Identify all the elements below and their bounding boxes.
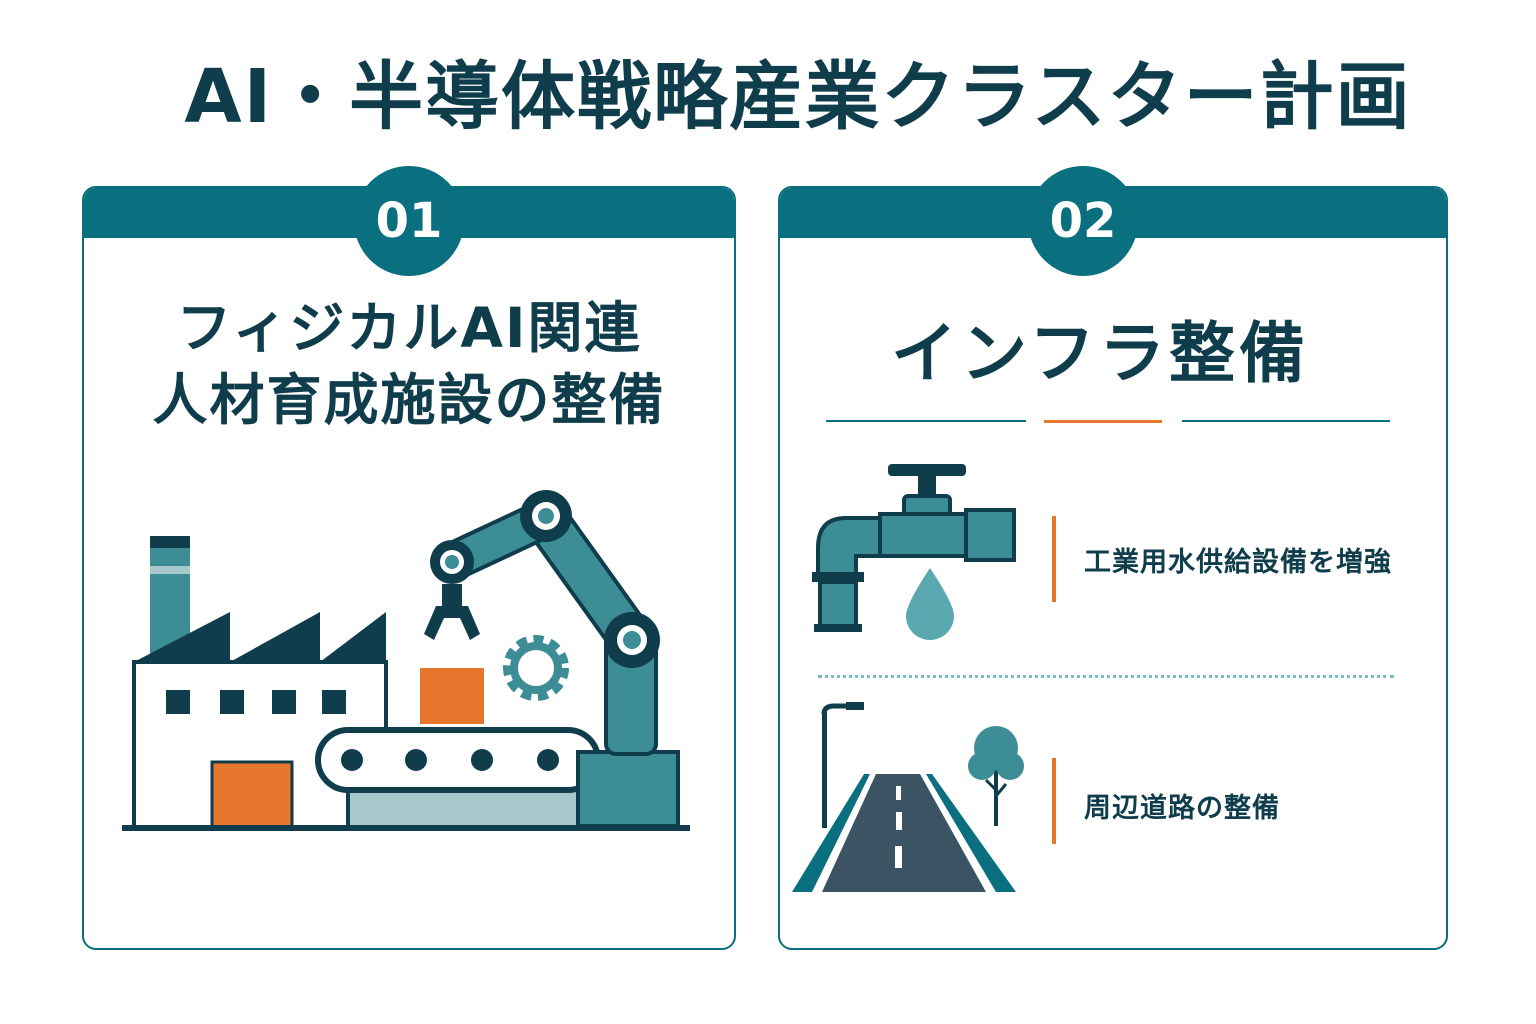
item-road: 周辺道路の整備 [1084, 793, 1280, 824]
heading-rule-right [1182, 420, 1390, 422]
item-accent-bar [1052, 516, 1056, 602]
page-title: AI・半導体戦略産業クラスター計画 [184, 54, 1412, 140]
card-2-heading: インフラ整備 [890, 315, 1310, 392]
number-badge-01: 01 [354, 166, 464, 276]
card-1-heading-line-2: 人材育成施設の整備 [152, 368, 666, 432]
item-divider [818, 675, 1394, 678]
heading-rule-left [826, 420, 1026, 422]
factory-icon [132, 536, 388, 830]
gear-icon [503, 635, 569, 701]
water-faucet-icon [812, 464, 1016, 640]
card-1-heading-line-1: フィジカルAI関連 [176, 296, 642, 360]
conveyor-belt-icon [315, 727, 601, 830]
heading-rule-accent [1044, 420, 1162, 423]
tree-icon [968, 726, 1024, 826]
box-icon [420, 668, 484, 724]
number-badge-02: 02 [1028, 166, 1138, 276]
road-icon [792, 702, 1016, 892]
item-accent-bar [1052, 758, 1056, 844]
robot-arm-icon [424, 490, 680, 828]
item-water-supply: 工業用水供給設備を増強 [1084, 547, 1392, 578]
